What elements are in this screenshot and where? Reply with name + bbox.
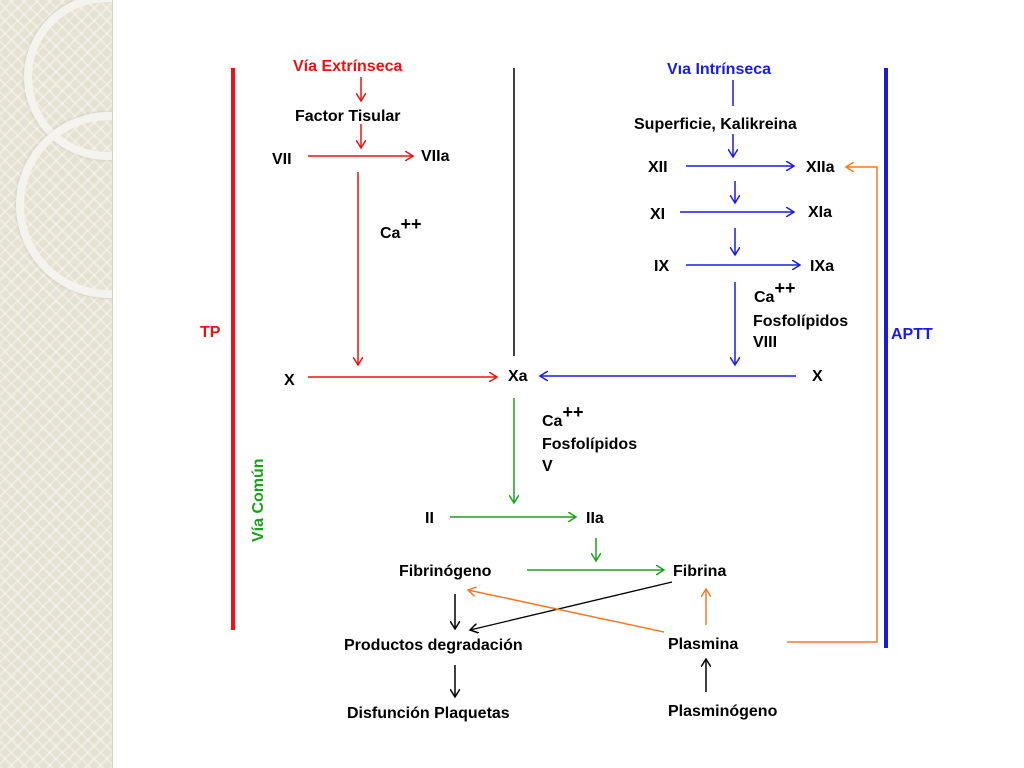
factor-ix-label: IX xyxy=(654,258,669,275)
fibrin-label: Fibrina xyxy=(673,563,726,580)
surface-kallikrein-label: Superficie, Kalikreina xyxy=(634,116,797,133)
extrinsic-pathway-title: Vía Extrínseca xyxy=(293,58,403,75)
factor-viia-label: VIIa xyxy=(421,148,450,165)
factor-x-extrinsic-label: X xyxy=(284,372,295,389)
common-pathway-label: Vía Común xyxy=(250,458,267,542)
factor-xiia-label: XIIa xyxy=(806,159,835,176)
plasminogen-label: Plasminógeno xyxy=(668,703,778,720)
degradation-products-label: Productos degradación xyxy=(344,637,523,654)
calcium-label-common: Ca++ xyxy=(542,402,583,430)
phospholipids-label-intrinsic: Fosfolípidos xyxy=(753,313,848,330)
calcium-label-extrinsic: Ca++ xyxy=(380,214,421,242)
arrow-plasmin-to-xiia-feedback xyxy=(787,167,878,643)
decorative-side-panel xyxy=(0,0,113,768)
phospholipids-label-common: Fosfolípidos xyxy=(542,436,637,453)
factor-xii-label: XII xyxy=(648,159,668,176)
factor-vii-label: VII xyxy=(272,151,292,168)
plasmin-label: Plasmina xyxy=(668,636,738,653)
fibrinogen-label: Fibrinógeno xyxy=(399,563,492,580)
tissue-factor-label: Factor Tisular xyxy=(295,108,401,125)
factor-x-intrinsic-label: X xyxy=(812,368,823,385)
platelet-dysfunction-label: Disfunción Plaquetas xyxy=(347,705,510,722)
factor-ixa-label: IXa xyxy=(810,258,834,275)
intrinsic-pathway-title: Vıa Intrínseca xyxy=(667,61,771,78)
calcium-label-intrinsic: Ca++ xyxy=(754,278,795,306)
factor-viii-label: VIII xyxy=(753,334,777,351)
aptt-label: APTT xyxy=(891,326,933,343)
arrow-fibrin-to-degradation xyxy=(470,581,673,630)
tp-label: TP xyxy=(200,324,221,341)
factor-ii-label: II xyxy=(425,510,434,527)
factor-xi-label: XI xyxy=(650,206,665,223)
arrow-plasmin-to-fibrinogen xyxy=(468,590,665,633)
factor-iia-label: IIa xyxy=(586,510,604,527)
factor-v-label: V xyxy=(542,458,553,475)
factor-xa-label: Xa xyxy=(508,368,528,385)
factor-xia-label: XIa xyxy=(808,204,832,221)
